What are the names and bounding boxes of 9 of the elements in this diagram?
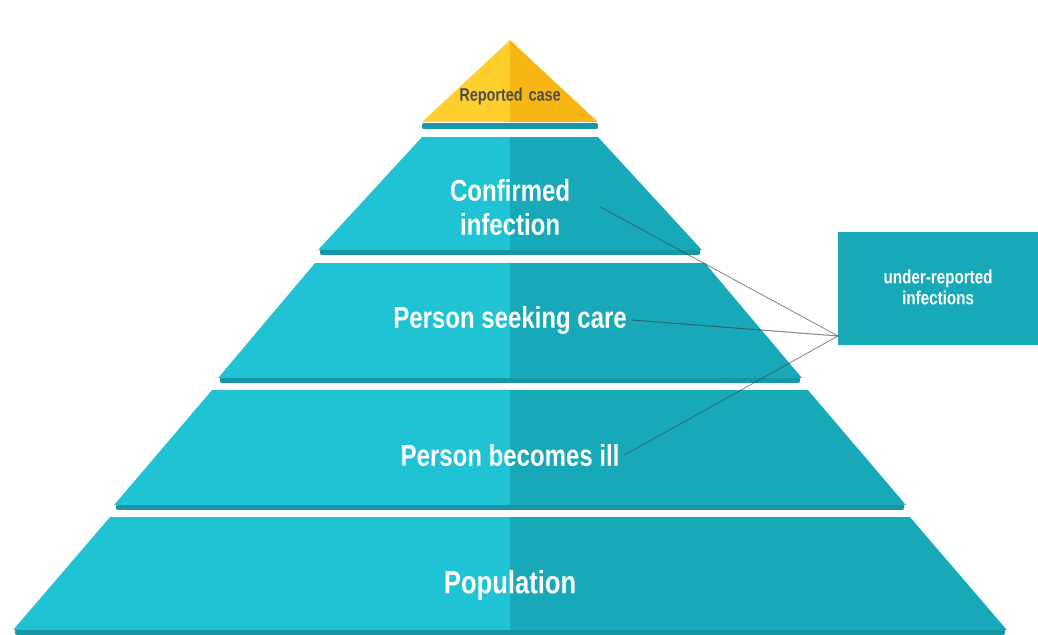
pyramid-tier: Confirmed infection: [318, 137, 702, 255]
callout-box: under-reported infections: [838, 232, 1038, 345]
pyramid-tier: Population: [13, 517, 1007, 635]
leader-line: [599, 206, 839, 337]
leader-line: [624, 335, 839, 456]
pyramid-top: Reported case: [422, 40, 598, 129]
leader-line: [631, 319, 839, 337]
pyramid-tier: Person becomes ill: [114, 390, 906, 510]
pyramid-tier: Person seeking care: [218, 263, 802, 383]
